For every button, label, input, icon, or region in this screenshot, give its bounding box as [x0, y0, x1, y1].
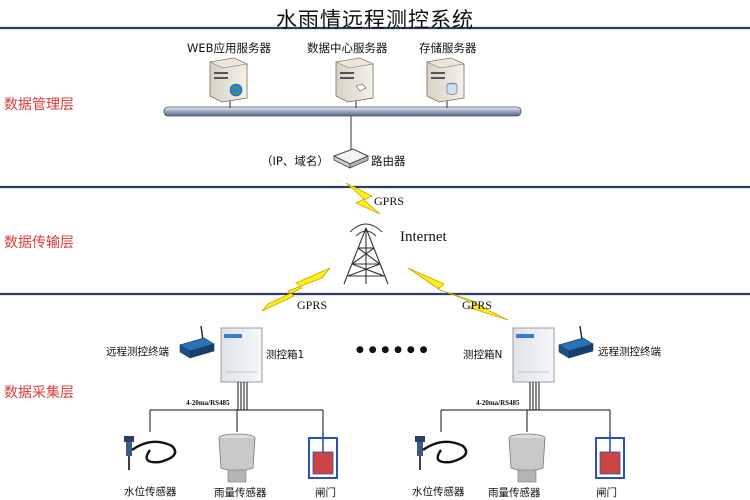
gate-right-icon [595, 432, 625, 479]
ellipsis-dots: ● ● ● ● ● ● [356, 345, 429, 355]
remote-terminal-left-label: 远程测控终端 [106, 346, 169, 358]
remote-terminal-right-label: 远程测控终端 [598, 346, 661, 358]
rain-gauge-right-icon [508, 433, 546, 483]
data-center-server-icon [334, 57, 375, 103]
rain-gauge-right-label: 雨量传感器 [488, 487, 541, 499]
water-level-sensor-right-icon [415, 436, 468, 470]
rain-gauge-left-icon [218, 433, 256, 483]
remote-terminal-left-icon [179, 325, 215, 359]
storage-server-label: 存储服务器 [419, 41, 477, 55]
gate-right-label: 闸门 [596, 487, 617, 499]
router-icon [332, 148, 370, 169]
gprs-bolt-top [345, 182, 381, 215]
gprs-label-left: GPRS [297, 298, 328, 312]
internet-tower-icon [343, 223, 389, 285]
layer-label-transmission: 数据传输层 [4, 235, 74, 251]
layer-label-collection: 数据采集层 [4, 385, 74, 401]
control-box-1-icon [220, 327, 263, 383]
storage-server-icon [425, 57, 466, 103]
diagram-title: 水雨情远程测控系统 [276, 8, 474, 32]
water-level-sensor-right-label: 水位传感器 [412, 486, 465, 498]
web-server-label: WEB应用服务器 [187, 41, 272, 55]
control-box-n-label: 测控箱N [463, 349, 503, 361]
bus-label-left: 4-20ma/RS485 [186, 399, 230, 407]
water-level-sensor-left-icon [124, 436, 177, 470]
gprs-label-right: GPRS [462, 298, 493, 312]
remote-terminal-right-icon [558, 325, 594, 359]
control-box-1-label: 测控箱1 [266, 349, 305, 361]
water-level-sensor-left-label: 水位传感器 [124, 486, 177, 498]
data-center-server-label: 数据中心服务器 [307, 41, 388, 55]
gate-left-icon [308, 432, 338, 479]
wiring-right [440, 382, 611, 432]
gprs-label-top: GPRS [374, 194, 405, 208]
router-address-label: （IP、域名） [261, 154, 329, 168]
gprs-bolt-left [261, 267, 331, 312]
gprs-bolt-right [407, 267, 509, 321]
router-label: 路由器 [371, 154, 406, 168]
control-box-n-icon [512, 327, 555, 383]
web-server-icon [208, 57, 249, 103]
layer-label-management: 数据管理层 [4, 97, 74, 113]
server-bus [163, 106, 522, 117]
gate-left-label: 闸门 [315, 487, 336, 499]
internet-label: Internet [400, 229, 447, 245]
rain-gauge-left-label: 雨量传感器 [214, 487, 267, 499]
wiring-left [149, 382, 324, 432]
bus-label-right: 4-20ma/RS485 [476, 399, 520, 407]
